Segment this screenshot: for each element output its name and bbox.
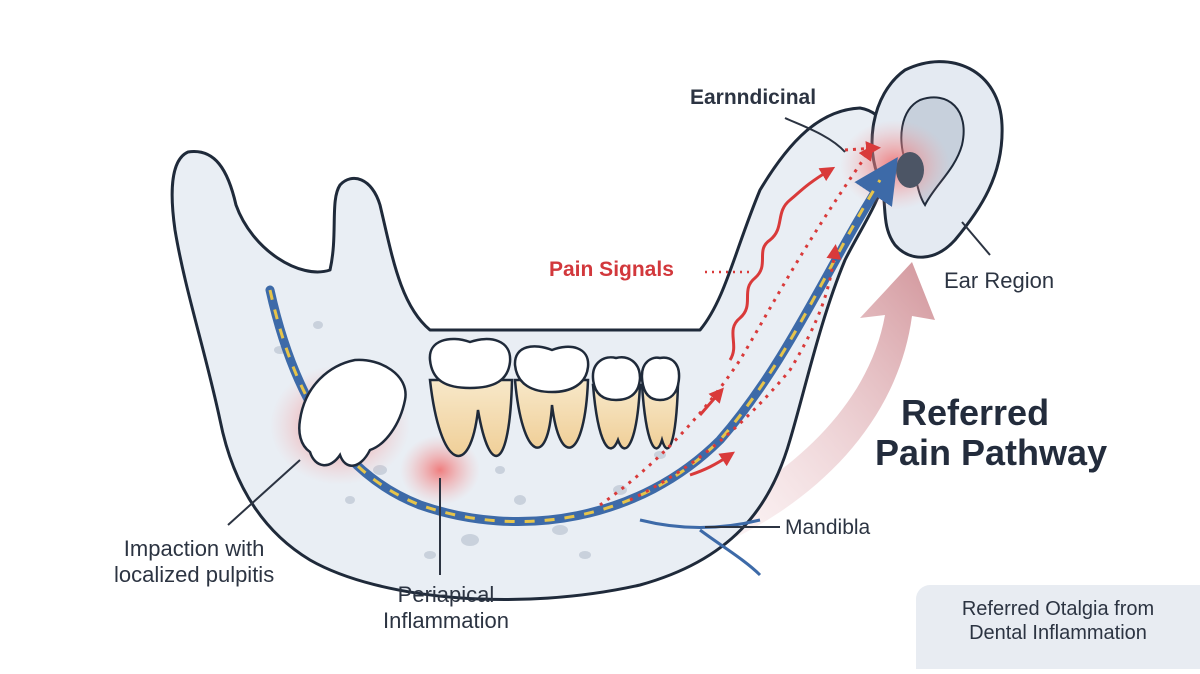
pain-signal-dotted-2 — [629, 244, 842, 502]
label-referred-line1: Referred — [901, 392, 1050, 433]
pain-signal-arrow-top — [844, 141, 881, 157]
premolar-2 — [640, 356, 681, 450]
molar-2 — [513, 345, 590, 449]
nerve-branch — [639, 518, 762, 577]
label-referred-line2: Pain Pathway — [875, 432, 1108, 474]
caption-line2: Dental Inflammation — [969, 621, 1147, 644]
caption-line1: Referred Otalgia from — [961, 598, 1155, 620]
impacted-wisdom-tooth — [298, 358, 407, 467]
label-impaction-line2: localized pulpitis — [114, 561, 275, 587]
label-mandible: Mandibla — [785, 516, 871, 539]
ear-canal — [896, 152, 924, 188]
pain-signal-arrow-lower — [689, 451, 735, 477]
premolar-1 — [591, 356, 642, 450]
label-periapical-line1: Periapical — [397, 582, 495, 607]
label-impaction-line1: Impaction with — [123, 536, 265, 561]
label-pain-signals: Pain Signals — [549, 258, 674, 281]
caption-text: Referred Otalgia from Dental Inflammatio… — [930, 598, 1186, 645]
leader-earndicinal — [784, 117, 846, 153]
leader-impaction — [227, 459, 301, 526]
caption-box — [916, 585, 1200, 669]
label-impaction: Impaction with localized pulpitis — [114, 536, 274, 588]
ear-inflammation-glow — [840, 120, 950, 210]
label-periapical: Periapical Inflammation — [383, 582, 509, 634]
label-ear-region: Ear Region — [944, 268, 1055, 293]
pain-signal-dotted-1 — [599, 145, 874, 507]
label-periapical-line2: Inflammation — [383, 607, 509, 633]
pain-signal-arrow-mid — [698, 387, 724, 416]
pain-signal-wavy — [728, 166, 836, 361]
label-referred-pain-pathway: Referred Pain Pathway — [875, 392, 1108, 474]
label-earndicinal: Earnndicinal — [690, 86, 817, 109]
leader-ear-region — [961, 221, 991, 256]
molar-1 — [428, 337, 514, 458]
